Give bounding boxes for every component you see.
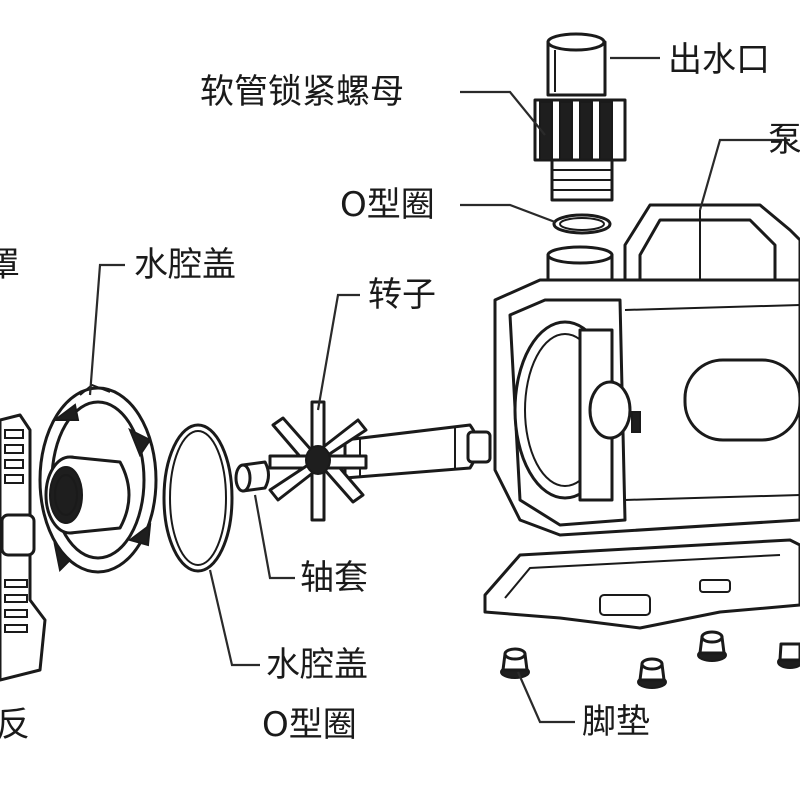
hose-nut-part — [533, 98, 627, 202]
label-rotor: 转子 — [368, 275, 436, 315]
label-pump-body-partial: 泵 — [768, 120, 800, 160]
label-outlet: 出水口 — [668, 40, 770, 80]
foot-pads-part — [500, 630, 800, 689]
label-hose-nut: 软管锁紧螺母 — [200, 72, 404, 112]
label-foot-pad: 脚垫 — [582, 702, 650, 742]
label-o-ring: O型圈 — [340, 185, 435, 225]
bushing-part — [234, 460, 270, 493]
outlet-part — [546, 32, 607, 97]
label-chamber-cover: 水腔盖 — [134, 245, 236, 285]
leader-lines — [88, 56, 790, 724]
label-chamber-oring-line2: O型圈 — [262, 705, 357, 745]
chamber-oring-part — [162, 423, 234, 573]
small-oring-part — [552, 213, 612, 235]
label-plate-partial: 反 — [0, 705, 30, 745]
base-plate-part — [483, 538, 800, 630]
pump-body-part — [493, 203, 800, 537]
rotor-part — [268, 400, 492, 522]
label-cover-partial: 罩 — [0, 245, 20, 285]
chamber-cover-part — [38, 383, 158, 574]
filter-cover-part — [0, 413, 47, 682]
label-bushing: 轴套 — [300, 558, 368, 598]
label-chamber-oring-line1: 水腔盖 — [266, 645, 368, 685]
